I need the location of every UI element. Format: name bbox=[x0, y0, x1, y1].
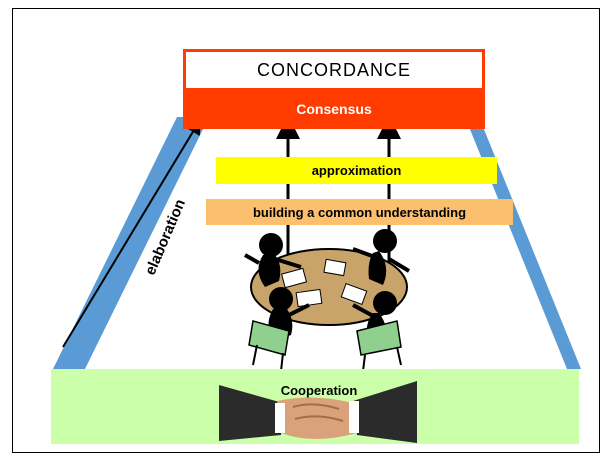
right-side-bar bbox=[465, 117, 581, 369]
elaboration-arrow bbox=[62, 118, 202, 348]
cooperation-label: Cooperation bbox=[280, 382, 358, 398]
consensus-label: Consensus bbox=[183, 89, 485, 129]
concordance-title: CONCORDANCE bbox=[183, 49, 485, 91]
diagram-frame: CONCORDANCE Consensus approximation buil… bbox=[12, 8, 600, 453]
left-side-bar bbox=[53, 117, 209, 369]
understanding-layer: building a common understanding bbox=[206, 199, 513, 225]
meeting-illustration-icon bbox=[244, 229, 411, 372]
handshake-icon bbox=[219, 381, 417, 443]
approximation-layer: approximation bbox=[216, 157, 497, 184]
diagram-graphics bbox=[51, 115, 581, 444]
